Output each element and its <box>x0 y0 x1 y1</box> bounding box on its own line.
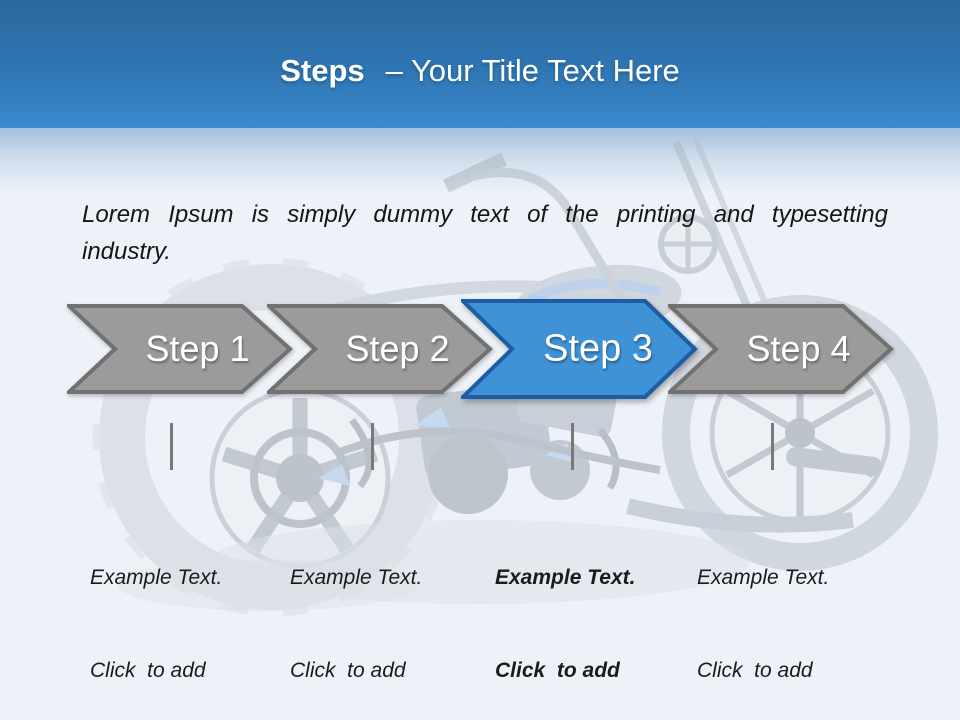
description-line: Example Text. <box>495 566 636 589</box>
step-tick-4 <box>771 423 774 470</box>
step-label-3: Step 3 <box>543 327 653 370</box>
header-fade <box>0 128 960 192</box>
slide-title-rest: – Your Title Text Here <box>385 53 680 88</box>
step-label-4: Step 4 <box>746 328 851 369</box>
step-label-1: Step 1 <box>145 328 250 369</box>
description-line: Example Text. <box>697 566 830 589</box>
step-chevron-2[interactable]: Step 2 <box>267 304 494 394</box>
slide-title[interactable]: Steps – Your Title Text Here <box>0 52 960 90</box>
step-chevron-3-active[interactable]: Step 3 <box>461 299 699 399</box>
step-tick-2 <box>371 423 374 470</box>
step-description-4[interactable]: Example Text. Click to add your text. <box>697 500 882 720</box>
description-line: Example Text. <box>290 566 423 589</box>
intro-line-1: Lorem Ipsum is simply dummy text of the … <box>82 201 888 228</box>
step-tick-3 <box>571 423 574 470</box>
step-description-2[interactable]: Example Text. Click to add your text. <box>290 500 475 720</box>
step-chevron-1[interactable]: Step 1 <box>67 304 294 394</box>
step-description-3[interactable]: Example Text. Click to add your text. <box>495 500 680 720</box>
step-tick-1 <box>170 423 173 470</box>
step-description-1[interactable]: Example Text. Click to add your text. <box>90 500 275 720</box>
description-line: Click to add <box>90 659 206 682</box>
description-line: Example Text. <box>90 566 223 589</box>
header-band <box>0 0 960 128</box>
intro-text[interactable]: Lorem Ipsum is simply dummy text of the … <box>82 196 888 270</box>
description-line: Click to add <box>495 659 620 682</box>
intro-line-2: industry. <box>82 238 171 265</box>
slide-title-keyword: Steps <box>280 53 365 88</box>
description-line: Click to add <box>290 659 406 682</box>
description-line: Click to add <box>697 659 813 682</box>
step-label-2: Step 2 <box>345 328 450 369</box>
step-chevron-4[interactable]: Step 4 <box>668 304 895 394</box>
